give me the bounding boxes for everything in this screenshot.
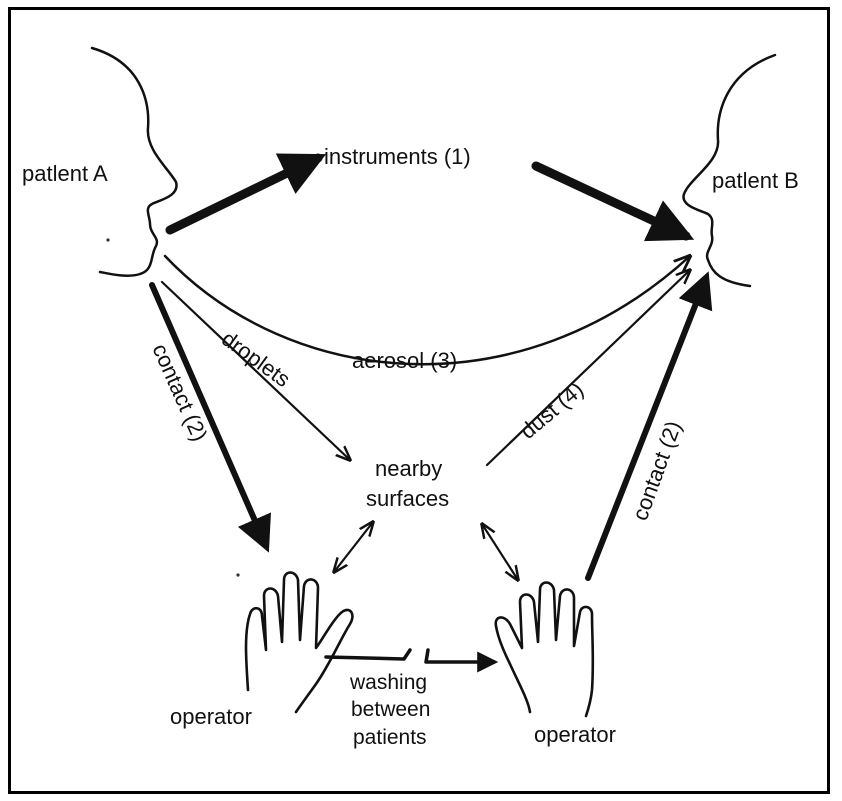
washing-barrier-arrow — [326, 650, 494, 662]
operator-right-label: operator — [534, 722, 616, 747]
operator-left-label: operator — [170, 704, 252, 729]
patient-a-label: patlent A — [22, 161, 108, 186]
instruments-label: instruments (1) — [324, 144, 471, 169]
contact-arrow-right — [588, 278, 706, 578]
operator-right-hand-icon — [496, 583, 593, 717]
washing-label-line3: patients — [353, 726, 427, 749]
contact-right-label: contact (2) — [627, 417, 686, 523]
washing-label-line1: washing — [349, 671, 427, 694]
dust-label: dust (4) — [515, 377, 588, 444]
patient-b-label: patlent B — [712, 168, 799, 193]
speck-mark — [106, 238, 109, 241]
contact-arrow-left — [152, 285, 266, 546]
washing-label-line2: between — [351, 698, 430, 721]
aerosol-label: aerosol (3) — [352, 348, 457, 373]
surfaces-operator-right-arrow — [482, 524, 518, 580]
nearby-surfaces-label-line2: surfaces — [366, 486, 449, 511]
nearby-surfaces-label-line1: nearby — [375, 456, 442, 481]
instruments-arrow-out — [536, 166, 686, 236]
speck-mark — [236, 573, 239, 576]
surfaces-operator-left-arrow — [334, 522, 373, 572]
instruments-arrow-in — [170, 158, 318, 230]
operator-left-hand-icon — [246, 573, 352, 713]
